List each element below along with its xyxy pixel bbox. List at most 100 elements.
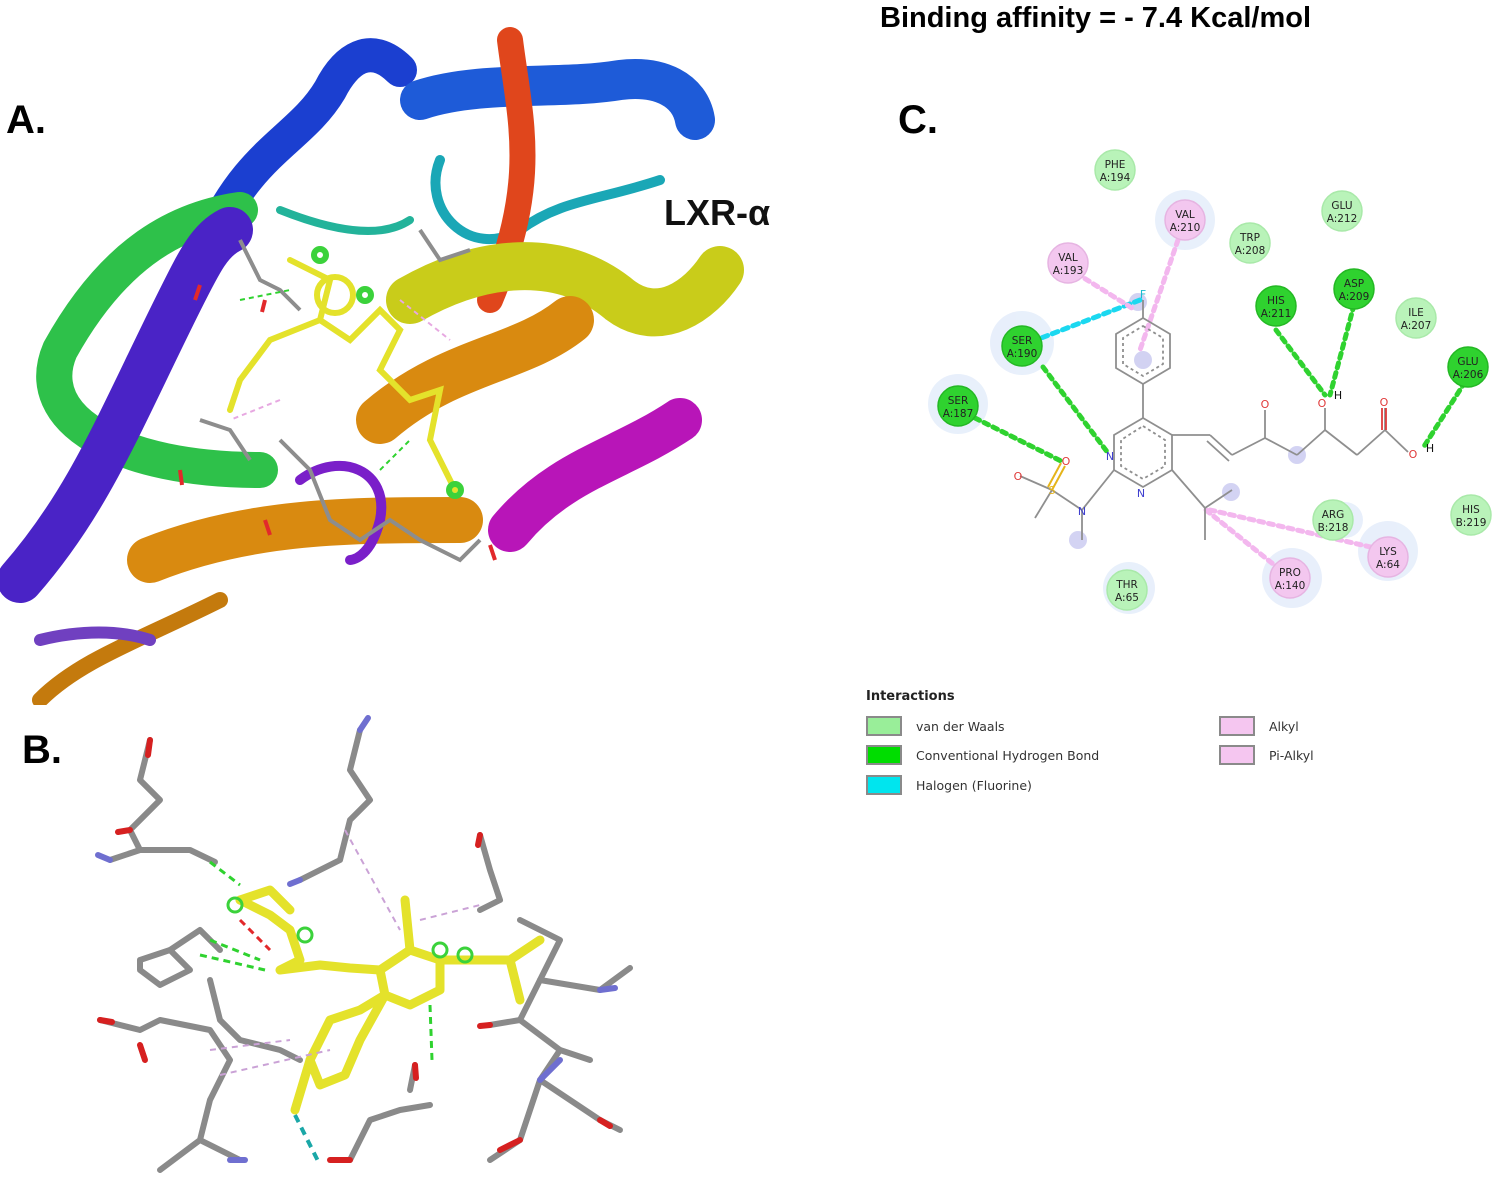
atom-h1: H (1334, 389, 1342, 402)
residue-disc (1269, 557, 1311, 599)
residue-id: A:64 (1376, 559, 1400, 571)
residue-disc (1367, 536, 1409, 578)
alkyl-lys64 (1207, 507, 1378, 551)
residue-name: HIS (1267, 295, 1285, 307)
residue-disc (1229, 222, 1271, 264)
helix-indigo-tail (34, 626, 156, 646)
residue-name: ARG (1322, 509, 1345, 521)
residue-disc (937, 385, 979, 427)
legend-title: Interactions (866, 689, 955, 704)
atom-s: S (1049, 484, 1056, 497)
residue-id: A:190 (1007, 348, 1038, 360)
hbond-glu206 (1420, 379, 1468, 451)
panel-a-ribbon-structure (0, 27, 744, 705)
legend-item-hbond: Conventional Hydrogen Bond (866, 742, 1099, 768)
residue-name: PHE (1105, 159, 1126, 171)
legend-label: Alkyl (1269, 718, 1299, 734)
binding-affinity-title: Binding affinity = - 7.4 Kcal/mol (880, 2, 1312, 34)
atom-n2: N (1137, 487, 1145, 500)
halogen-interaction (1033, 297, 1143, 343)
residue-disc (1450, 494, 1492, 536)
ligand-2d (1019, 300, 1409, 540)
helix-indigo (0, 207, 253, 603)
residue-disc (1001, 325, 1043, 367)
residue-name: PRO (1279, 567, 1301, 579)
legend-item-alkyl: Alkyl (1219, 713, 1299, 739)
legend-swatch-halogen (866, 775, 902, 795)
residue-sticks-a (199, 228, 482, 563)
residue-id: A:207 (1401, 320, 1432, 332)
helix-yellow (386, 242, 744, 337)
panel-a-label: A. (6, 98, 46, 142)
residue-id: A:65 (1115, 592, 1139, 604)
atom-o6: O (1409, 448, 1418, 461)
atom-o3: O (1261, 398, 1270, 411)
residue-name: GLU (1457, 356, 1478, 368)
atom-n1: N (1106, 450, 1114, 463)
alkyl-pro140 (1203, 507, 1281, 571)
legend-swatch-alkyl (1219, 716, 1255, 736)
residue-name: SER (948, 395, 969, 407)
ligand-sticks-b (235, 885, 545, 1115)
protein-label: LXR-α (664, 192, 771, 233)
panel-b-stick-model (95, 715, 633, 1173)
residue-disc (1395, 297, 1437, 339)
helix-orange-bottom (32, 592, 228, 705)
residue-id: A:212 (1327, 213, 1358, 225)
loop-purple (295, 460, 387, 565)
residue-id: A:211 (1261, 308, 1292, 320)
atom-n3: N (1078, 505, 1086, 518)
residue-disc (1106, 569, 1148, 611)
hbond-ser187 (972, 415, 1066, 465)
residue-name: ASP (1344, 278, 1364, 290)
residue-name: ILE (1408, 307, 1424, 319)
legend-swatch-pi-alkyl (1219, 745, 1255, 765)
legend-label: van der Waals (916, 718, 1005, 734)
legend-swatch-vdw (866, 716, 902, 736)
atom-o4: O (1318, 397, 1327, 410)
residue-name: VAL (1175, 209, 1195, 221)
residue-disc (1447, 346, 1489, 388)
residue-id: B:219 (1456, 517, 1487, 529)
residue-name: SER (1012, 335, 1033, 347)
residue-disc (1312, 499, 1354, 541)
legend-item-vdw: van der Waals (866, 713, 1005, 739)
residue-name: GLU (1331, 200, 1352, 212)
atom-o2: O (1014, 470, 1023, 483)
hbond-ser190 (1040, 364, 1111, 456)
residue-name: THR (1115, 579, 1138, 591)
atom-h2: H (1426, 442, 1434, 455)
helix-blue-top-right (400, 59, 715, 140)
residue-disc (1047, 242, 1089, 284)
panel-c-label: C. (898, 98, 938, 142)
residue-id: A:140 (1275, 580, 1306, 592)
residue-id: A:206 (1453, 369, 1484, 381)
legend-label: Halogen (Fluorine) (916, 777, 1032, 793)
residue-id: A:210 (1170, 222, 1201, 234)
residue-id: A:208 (1235, 245, 1266, 257)
residue-id: A:194 (1100, 172, 1131, 184)
residue-disc (1255, 285, 1297, 327)
legend-label: Pi-Alkyl (1269, 747, 1314, 763)
interaction-lines (972, 237, 1468, 571)
residue-id: A:193 (1053, 265, 1084, 277)
atom-fluorine: F (1140, 288, 1146, 301)
helix-orange-low (127, 497, 483, 583)
residue-name: LYS (1379, 546, 1397, 558)
residue-id: A:209 (1339, 291, 1370, 303)
hbond-his211 (1273, 327, 1328, 398)
